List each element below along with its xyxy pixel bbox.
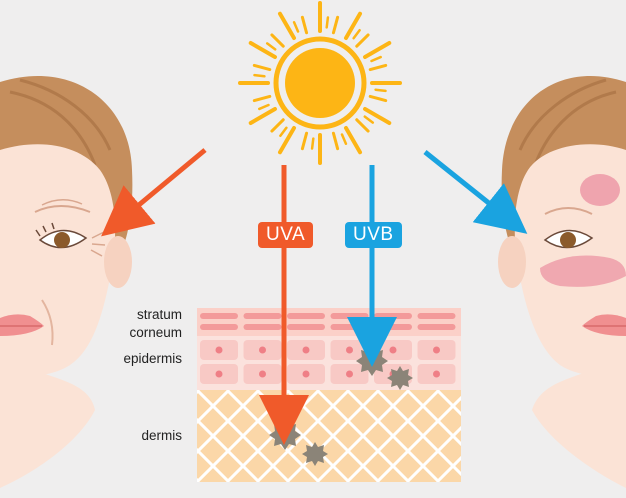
stratum-cell bbox=[330, 324, 369, 330]
cell-nucleus bbox=[302, 346, 310, 354]
cell-nucleus bbox=[389, 346, 397, 354]
sun-ray bbox=[248, 107, 277, 125]
sun-ray bbox=[325, 16, 330, 29]
sun-ray bbox=[344, 126, 362, 155]
sun-ray bbox=[355, 118, 370, 133]
dermis-fiber bbox=[405, 425, 461, 482]
cell-nucleus bbox=[259, 370, 266, 378]
sun-ray bbox=[368, 94, 388, 103]
uva-badge: UVA bbox=[258, 222, 314, 248]
stratum-corneum-layer bbox=[197, 308, 461, 336]
sun-ray bbox=[352, 28, 361, 40]
uv-arrows bbox=[101, 148, 528, 445]
cell-nucleus bbox=[259, 346, 266, 354]
sun-ray bbox=[270, 33, 285, 48]
stratum-cell bbox=[243, 324, 282, 330]
stratum-cell bbox=[374, 324, 412, 330]
sun-ray bbox=[258, 103, 270, 111]
sun-ray bbox=[310, 137, 315, 150]
cell-nucleus bbox=[215, 370, 223, 378]
label-epidermis: epidermis bbox=[123, 351, 182, 366]
sun-ray bbox=[278, 126, 296, 155]
sun-ray bbox=[248, 41, 277, 59]
stratum-cell bbox=[417, 324, 456, 330]
sun-ray bbox=[374, 88, 387, 93]
sun-ray bbox=[368, 63, 388, 72]
sun-icon bbox=[238, 1, 402, 165]
cell-nucleus bbox=[302, 370, 310, 378]
skin-cross-section bbox=[197, 308, 461, 482]
stratum-cell bbox=[200, 313, 238, 319]
sun-ray bbox=[278, 11, 296, 40]
sun-ray bbox=[331, 131, 340, 151]
aged-face-left bbox=[0, 75, 133, 488]
sun-ray bbox=[300, 15, 309, 35]
sun-ray bbox=[300, 131, 309, 151]
sun-ray bbox=[292, 21, 300, 33]
stratum-cell bbox=[330, 313, 369, 319]
pigment-spot bbox=[387, 366, 413, 390]
sun-ray bbox=[252, 63, 272, 72]
cell-nucleus bbox=[215, 346, 223, 354]
stratum-cell bbox=[287, 324, 325, 330]
dermis-fiber bbox=[435, 390, 461, 417]
sun-ray bbox=[265, 42, 277, 51]
cell-nucleus bbox=[433, 346, 440, 354]
sun-ray bbox=[270, 118, 285, 133]
sun-ray bbox=[363, 115, 375, 124]
cell-nucleus bbox=[433, 370, 440, 378]
sunburned-face-right bbox=[498, 75, 626, 488]
label-corneum: corneum bbox=[129, 325, 182, 340]
uvb-badge: UVB bbox=[345, 222, 402, 248]
sun-ray bbox=[279, 126, 288, 138]
epidermis-layer bbox=[197, 336, 461, 390]
uvb-arrow-right-face bbox=[423, 150, 528, 234]
sun-ray bbox=[253, 73, 266, 78]
pigment-spot bbox=[302, 442, 328, 466]
sun-ray bbox=[331, 15, 340, 35]
dermis-fiber bbox=[435, 455, 461, 482]
stratum-cell bbox=[287, 313, 325, 319]
label-stratum: stratum bbox=[136, 307, 182, 322]
uva-arrow-left-face bbox=[101, 148, 207, 237]
label-dermis: dermis bbox=[141, 428, 182, 443]
sun-ray bbox=[355, 33, 370, 48]
sun-ray bbox=[252, 94, 272, 103]
sun-ray bbox=[370, 55, 382, 63]
sun-ray bbox=[363, 107, 392, 125]
stratum-cell bbox=[417, 313, 456, 319]
sun-ray bbox=[363, 41, 392, 59]
cell-nucleus bbox=[346, 370, 353, 378]
stratum-cell bbox=[243, 313, 282, 319]
cell-nucleus bbox=[346, 346, 353, 354]
stratum-cell bbox=[200, 324, 238, 330]
sun-ray bbox=[340, 133, 348, 145]
stratum-cell bbox=[374, 313, 412, 319]
sun-ray bbox=[344, 11, 362, 40]
